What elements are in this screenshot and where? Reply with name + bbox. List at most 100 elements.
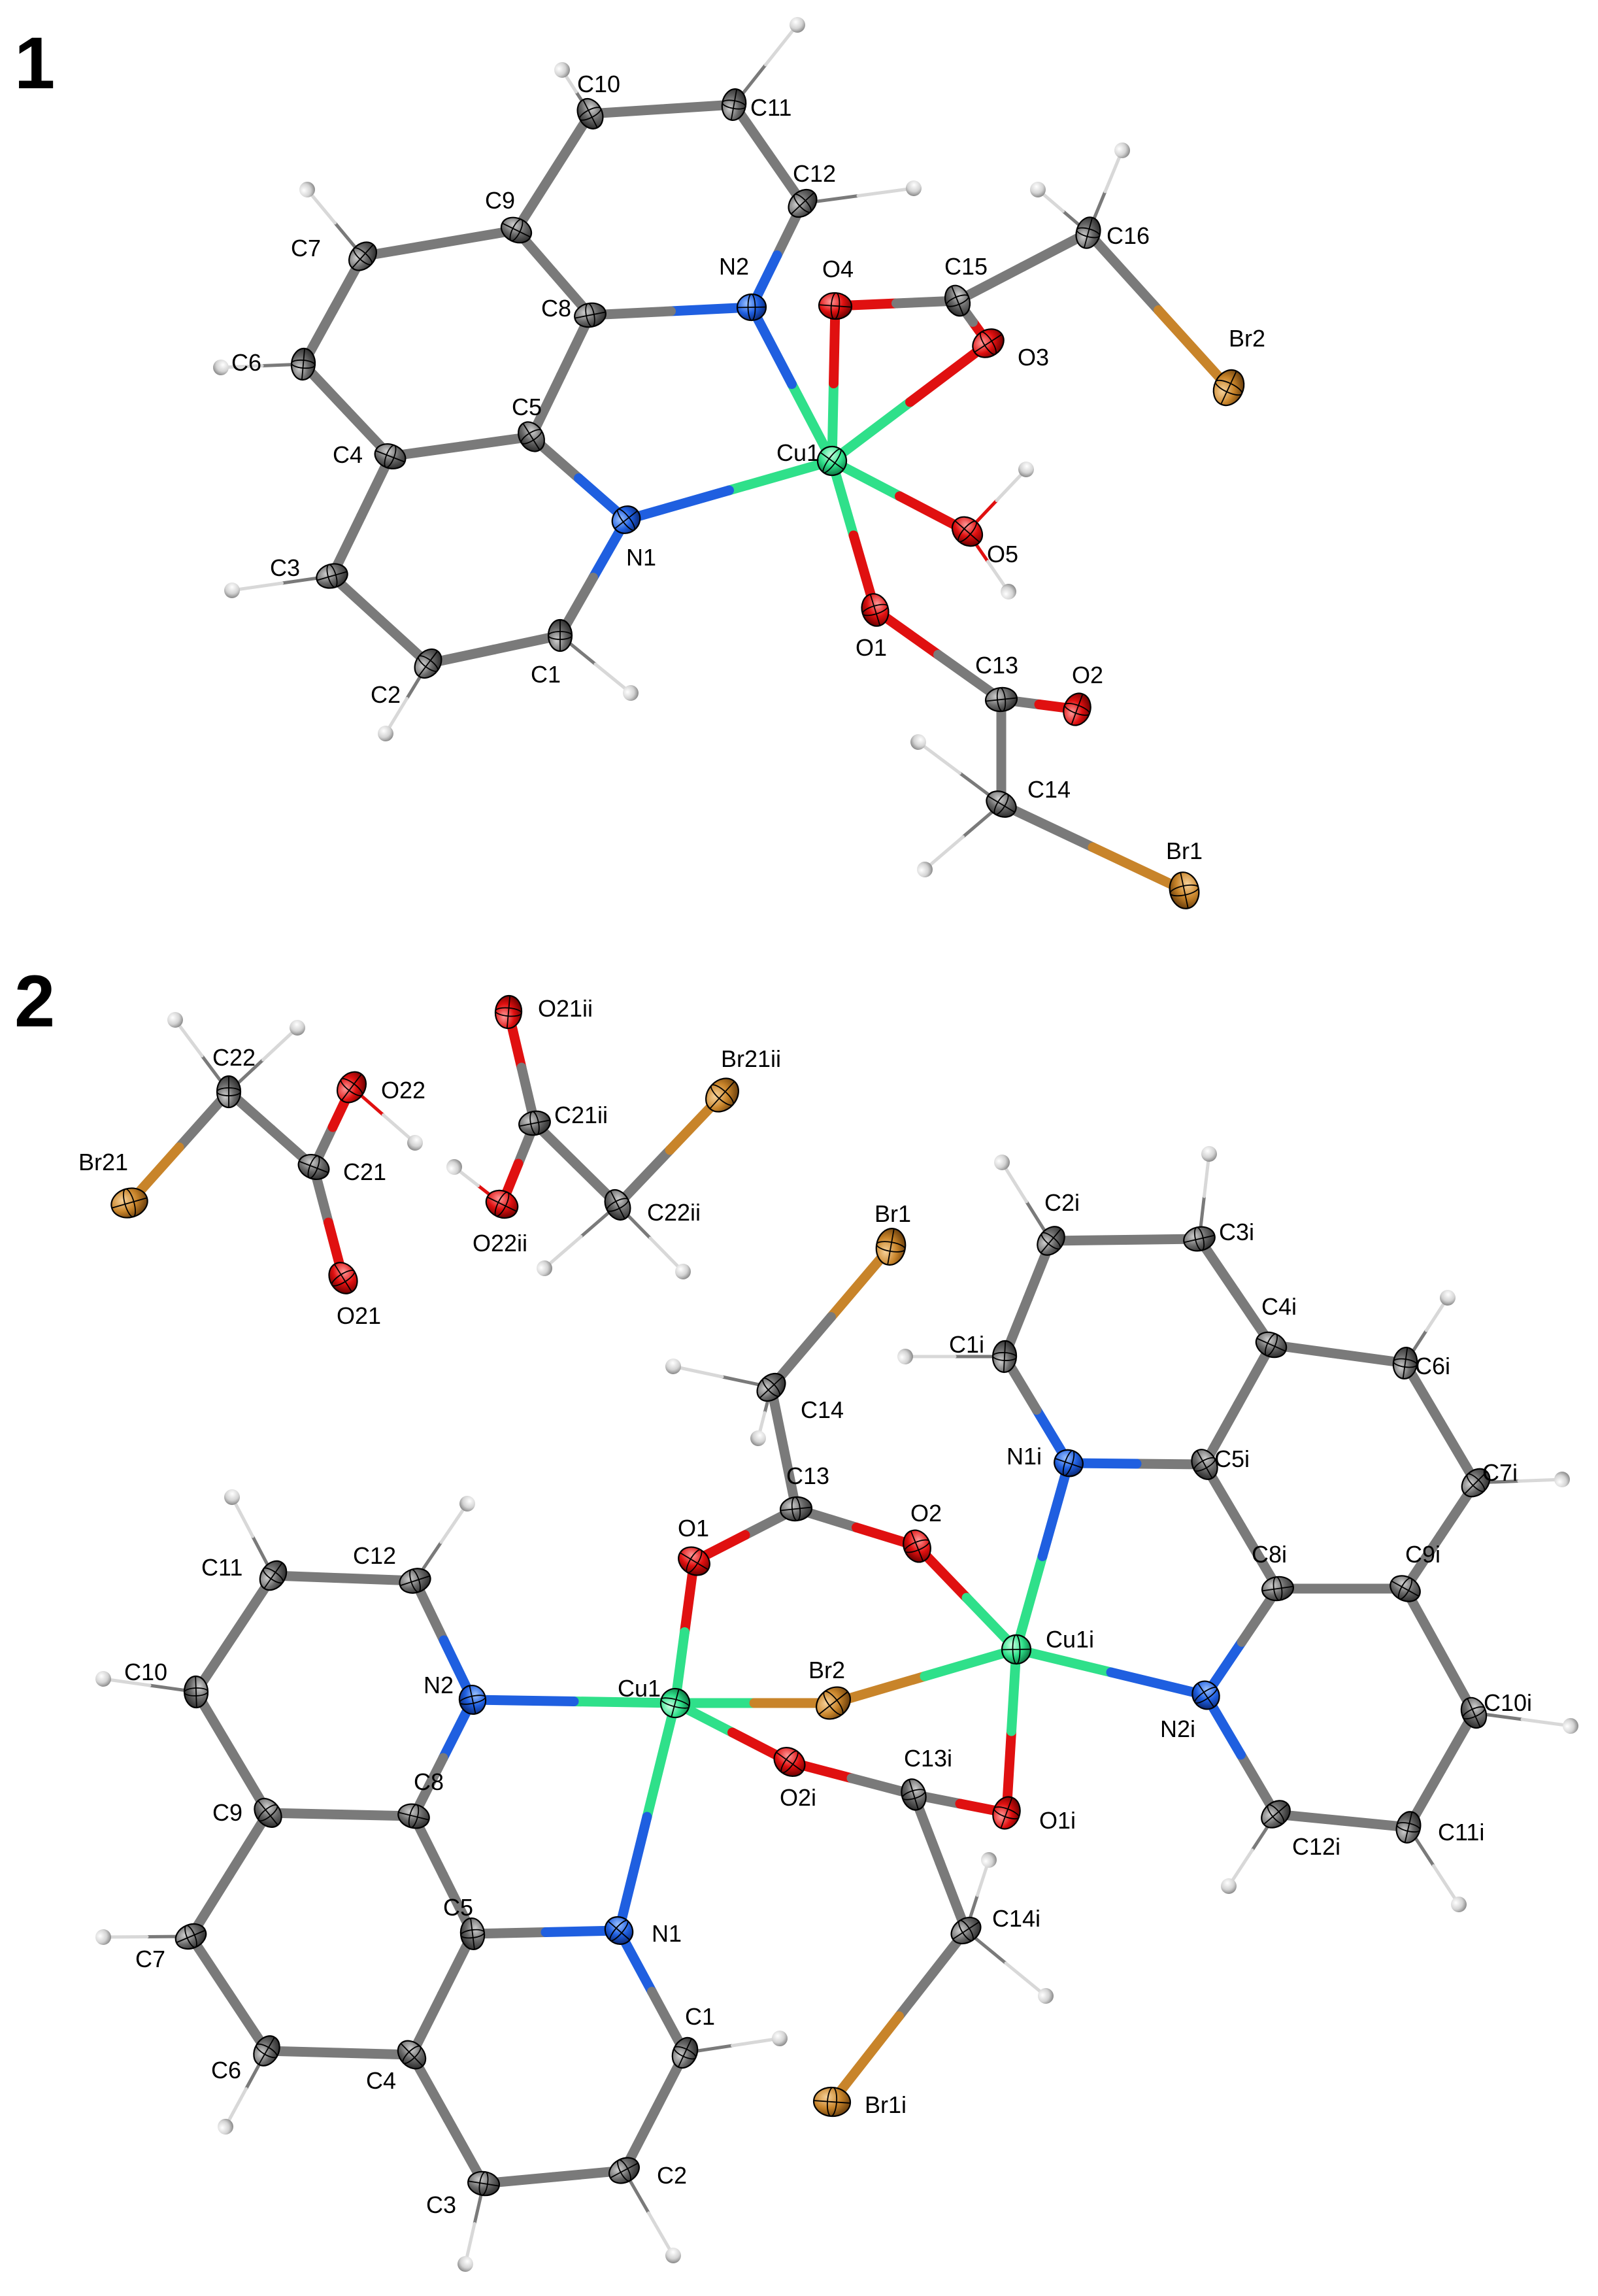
atom-label-C15: C15	[944, 253, 988, 280]
bond-C10i-C11i	[1403, 1708, 1479, 1832]
bond-O2-Cu1i	[912, 1541, 1022, 1655]
atom-C13	[779, 1496, 813, 1522]
bond-C9-C8	[263, 1808, 419, 1821]
principal-axis	[519, 1119, 550, 1127]
atom-label-C8: C8	[541, 295, 571, 322]
principal-axis	[469, 1685, 476, 1714]
ellipsoid-H6i	[1440, 1290, 1456, 1306]
principal-ellipse	[762, 1377, 780, 1397]
bond-C1-H1	[683, 2036, 782, 2055]
principal-axis	[1263, 1803, 1288, 1825]
atom-C11	[259, 1560, 288, 1591]
principal-ellipse	[617, 2159, 631, 2182]
atom-label-O4: O4	[822, 256, 854, 282]
atom-label-C2: C2	[657, 2162, 687, 2189]
principal-ellipse	[1214, 379, 1243, 396]
atom-C7	[175, 1923, 207, 1950]
principal-axis	[418, 650, 439, 677]
bond-Cu1-N2	[467, 1695, 680, 1708]
atom-HO22ii	[446, 1159, 462, 1175]
ellipsoid-H2	[665, 2248, 681, 2263]
bond-C4-C6	[261, 2046, 417, 2060]
bond-half-Cu1i	[920, 1644, 1022, 1681]
atom-C2	[608, 2157, 640, 2184]
bond-half-N2	[467, 1695, 579, 1706]
atom-C8	[574, 302, 607, 328]
bond-C5-N1	[526, 431, 631, 525]
bond-O21ii-C21ii	[503, 1007, 540, 1128]
ellipsoid-H2	[378, 726, 393, 741]
bond-Cu1i-N1i	[1011, 1458, 1074, 1655]
principal-axis	[974, 333, 1003, 353]
principal-ellipse	[660, 1697, 690, 1709]
principal-axis	[399, 1575, 431, 1587]
atom-label-O2: O2	[1072, 662, 1103, 688]
bond-C7i-C9i	[1400, 1477, 1481, 1594]
bond-half-Cu1i	[1011, 1551, 1048, 1655]
atom-O2	[1063, 692, 1091, 726]
ellipsoid-H5b	[1001, 584, 1016, 599]
bond-half-Cu1	[569, 1697, 680, 1708]
principal-axis	[502, 222, 531, 238]
principal-axis	[1391, 1580, 1420, 1597]
principal-axis	[820, 452, 844, 470]
principal-axis	[341, 1073, 362, 1101]
atom-label-N2: N2	[719, 253, 749, 280]
atom-H10i	[1563, 1718, 1578, 1734]
atom-C14	[756, 1372, 786, 1402]
atom-label-O22ii: O22ii	[473, 1230, 527, 1257]
principal-ellipse	[686, 1549, 703, 1574]
principal-ellipse	[258, 1804, 278, 1822]
principal-axis	[1083, 217, 1093, 248]
ellipsoid-H22iia	[537, 1260, 552, 1276]
principal-axis	[614, 510, 638, 530]
atom-label-O22: O22	[381, 1077, 425, 1104]
principal-axis	[1040, 1228, 1062, 1253]
bond-half-C14	[996, 799, 1098, 853]
atom-C13i	[901, 1778, 927, 1811]
atom-Br21ii	[705, 1077, 739, 1113]
atom-H10	[95, 1671, 111, 1687]
bond-half-H12	[856, 186, 916, 197]
principal-axis	[470, 1918, 475, 1950]
atom-label-C6: C6	[231, 349, 261, 376]
atom-H12	[906, 180, 922, 196]
bond-half-N2	[746, 302, 797, 389]
bond-C9i-C10i	[1400, 1583, 1479, 1718]
ellipsoid-H11	[790, 17, 805, 33]
bond-half-Cu1i	[1011, 1644, 1116, 1678]
principal-ellipse	[262, 1567, 284, 1584]
principal-ellipse	[520, 429, 542, 445]
bond-Cu1-N2	[746, 302, 837, 466]
principal-ellipse	[1273, 1576, 1283, 1601]
atom-label-Br1i: Br1i	[865, 2091, 907, 2118]
principal-axis	[176, 1929, 206, 1944]
principal-axis	[522, 423, 541, 450]
atom-N1	[604, 1916, 634, 1945]
atom-H22b	[290, 1020, 305, 1036]
atom-H11i	[1451, 1897, 1467, 1912]
atom-H14ia	[981, 1852, 997, 1868]
atom-C9	[500, 216, 533, 244]
principal-axis	[263, 1562, 283, 1589]
atom-label-C7: C7	[135, 1946, 165, 1972]
atom-H7	[299, 182, 315, 197]
bond-half-Cu1	[827, 397, 915, 466]
atom-label-C21: C21	[343, 1158, 386, 1185]
principal-ellipse	[478, 2171, 489, 2196]
atom-Br2	[816, 1686, 851, 1720]
atom-label-Br21ii: Br21ii	[721, 1045, 781, 1072]
atom-C5	[518, 421, 545, 452]
atom-H1	[623, 685, 639, 701]
ellipsoid-H6	[213, 360, 229, 375]
atom-Br1	[1169, 871, 1200, 909]
panel-label-2: 2	[14, 960, 55, 1042]
atom-H22a	[167, 1012, 183, 1028]
bond-C13-O2	[791, 1504, 922, 1551]
atom-label-C14i: C14i	[992, 1905, 1040, 1932]
atoms-layer	[95, 17, 1578, 2272]
bond-half-C14i	[894, 1925, 971, 2021]
bond-half-N1	[621, 485, 734, 525]
atom-H1	[772, 2031, 788, 2046]
